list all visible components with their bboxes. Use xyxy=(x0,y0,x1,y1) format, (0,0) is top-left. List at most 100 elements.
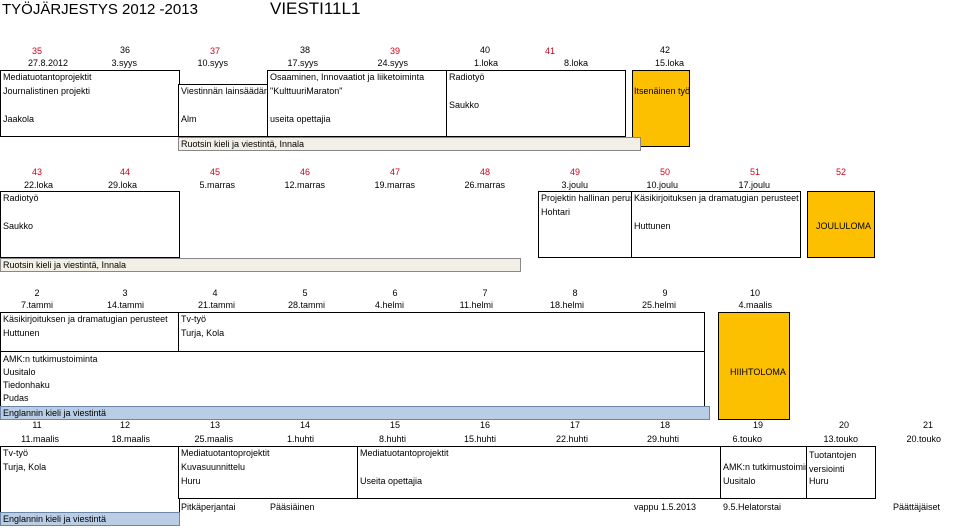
week-date: 13.touko xyxy=(823,434,858,444)
week-number: 10 xyxy=(749,288,760,298)
holiday-label: HIIHTOLOMA xyxy=(730,367,786,377)
language-band-englanti[interactable] xyxy=(0,406,710,420)
holiday-label: Päättäjäiset xyxy=(893,502,941,512)
course-name: AMK:n tutkimustoiminta xyxy=(3,354,98,364)
week-number: 39 xyxy=(389,46,400,56)
week-number: 20 xyxy=(838,420,849,430)
week-number: 6 xyxy=(392,288,398,298)
course-block-tv-tyo[interactable] xyxy=(0,446,180,518)
week-number: 36 xyxy=(119,45,130,55)
teacher-name: Useita opettajia xyxy=(360,476,423,486)
course-block-joululoma[interactable] xyxy=(807,191,875,258)
week-date: 28.tammi xyxy=(287,300,325,310)
course-name: Projektin hallinan perusteet xyxy=(541,193,631,203)
course-block-tv-tyo[interactable] xyxy=(178,312,705,352)
teacher-name: Huru xyxy=(809,476,829,486)
course-name: Radiotyö xyxy=(3,193,39,203)
course-block-amk-tutkimus[interactable] xyxy=(0,351,705,407)
course-code: VIESTI11L1 xyxy=(270,0,361,18)
language-band-label: Englannin kieli ja viestintä xyxy=(3,514,107,524)
week-date: 8.loka xyxy=(563,58,588,68)
week-number: 49 xyxy=(569,167,580,177)
week-date: 25.helmi xyxy=(641,300,676,310)
week-number: 17 xyxy=(569,420,580,430)
week-number: 15 xyxy=(389,420,400,430)
language-band-ruotsi[interactable] xyxy=(0,258,521,272)
course-block-mediatuotanto[interactable] xyxy=(0,70,180,137)
course-block-lainsaadanto[interactable] xyxy=(178,84,268,137)
week-number: 18 xyxy=(659,420,670,430)
week-number: 45 xyxy=(209,167,220,177)
week-date: 21.tammi xyxy=(197,300,235,310)
week-date: 3.syys xyxy=(111,58,137,68)
language-band-ruotsi[interactable] xyxy=(178,137,641,151)
teacher-name: Pudas xyxy=(3,393,29,403)
week-date: 22.huhti xyxy=(555,434,588,444)
week-date: 11.maalis xyxy=(21,434,59,444)
teacher-name: Saukko xyxy=(3,221,34,231)
teacher-name: useita opettajia xyxy=(270,114,331,124)
holiday-label: 9.5.Helatorstai xyxy=(723,502,782,512)
teacher-name: Turja, Kola xyxy=(181,328,225,338)
week-date: 24.syys xyxy=(377,58,408,68)
week-number: 9 xyxy=(662,288,668,298)
course-block-itsenainen-tyo[interactable] xyxy=(632,70,690,147)
teacher-name: Alm xyxy=(181,114,197,124)
week-date: 5.marras xyxy=(199,180,235,190)
course-name: Journalistinen projekti xyxy=(3,86,91,96)
language-band-label: Ruotsin kieli ja viestintä, Innala xyxy=(3,260,127,270)
teacher-name: Uusitalo xyxy=(3,367,36,377)
week-number: 51 xyxy=(749,167,760,177)
course-block-kuvasuunnittelu[interactable] xyxy=(178,446,358,499)
week-number: 40 xyxy=(479,45,490,55)
course-block-radiotyo[interactable] xyxy=(0,191,180,258)
course-name: Tiedonhaku xyxy=(3,380,50,390)
week-number: 46 xyxy=(299,167,310,177)
course-block-projektin-hallinta[interactable] xyxy=(538,191,632,258)
week-date: 10.joulu xyxy=(646,180,678,190)
course-block-versiointi[interactable] xyxy=(806,446,876,499)
week-date: 20.touko xyxy=(906,434,941,444)
language-band-englanti[interactable] xyxy=(0,512,180,526)
week-date: 4.maalis xyxy=(738,300,772,310)
holiday-label: Pitkäperjantai xyxy=(181,502,236,512)
week-date: 27.8.2012 xyxy=(27,58,68,68)
course-name: Käsikirjoituksen ja dramatugian perustee… xyxy=(634,193,799,203)
week-date: 15.loka xyxy=(654,58,684,68)
week-number: 12 xyxy=(119,420,130,430)
language-band-label: Ruotsin kieli ja viestintä, Innala xyxy=(181,139,305,149)
week-date: 7.tammi xyxy=(20,300,53,310)
week-date: 29.huhti xyxy=(646,434,679,444)
week-number: 42 xyxy=(659,45,670,55)
week-date: 4.helmi xyxy=(374,300,404,310)
teacher-name: Jaakola xyxy=(3,114,35,124)
week-number: 14 xyxy=(299,420,310,430)
week-date: 10.syys xyxy=(197,58,228,68)
course-name: Tv-työ xyxy=(3,448,29,458)
course-block-kasikirjoitus[interactable] xyxy=(631,191,801,258)
course-name: Mediatuotantoprojektit xyxy=(3,72,92,82)
course-name: Tv-työ xyxy=(181,314,207,324)
course-name: Tuotantojen versiointi xyxy=(809,450,857,474)
course-block-radiotyo[interactable] xyxy=(446,70,626,137)
week-date: 11.helmi xyxy=(459,300,493,310)
week-date: 26.marras xyxy=(464,180,505,190)
week-date: 22.loka xyxy=(23,180,53,190)
week-date: 17.joulu xyxy=(738,180,770,190)
week-date: 12.marras xyxy=(284,180,325,190)
teacher-name: Saukko xyxy=(449,100,480,110)
week-date: 14.tammi xyxy=(106,300,144,310)
course-block-amk-tutkimus[interactable] xyxy=(720,446,808,499)
course-block-mediatuotanto[interactable] xyxy=(357,446,722,499)
page-title: TYÖJÄRJESTYS 2012 -2013 xyxy=(2,1,198,18)
week-number: 8 xyxy=(572,288,578,298)
language-band-label: Englannin kieli ja viestintä xyxy=(3,408,107,418)
week-date: 3.joulu xyxy=(561,180,588,190)
teacher-name: Huru xyxy=(181,476,201,486)
course-name: Mediatuotantoprojektit xyxy=(360,448,449,458)
week-number: 16 xyxy=(479,420,490,430)
course-block-hiihtoloma[interactable] xyxy=(718,312,790,420)
course-name: Radiotyö xyxy=(449,72,485,82)
week-number: 4 xyxy=(212,288,218,298)
week-number: 13 xyxy=(209,420,220,430)
